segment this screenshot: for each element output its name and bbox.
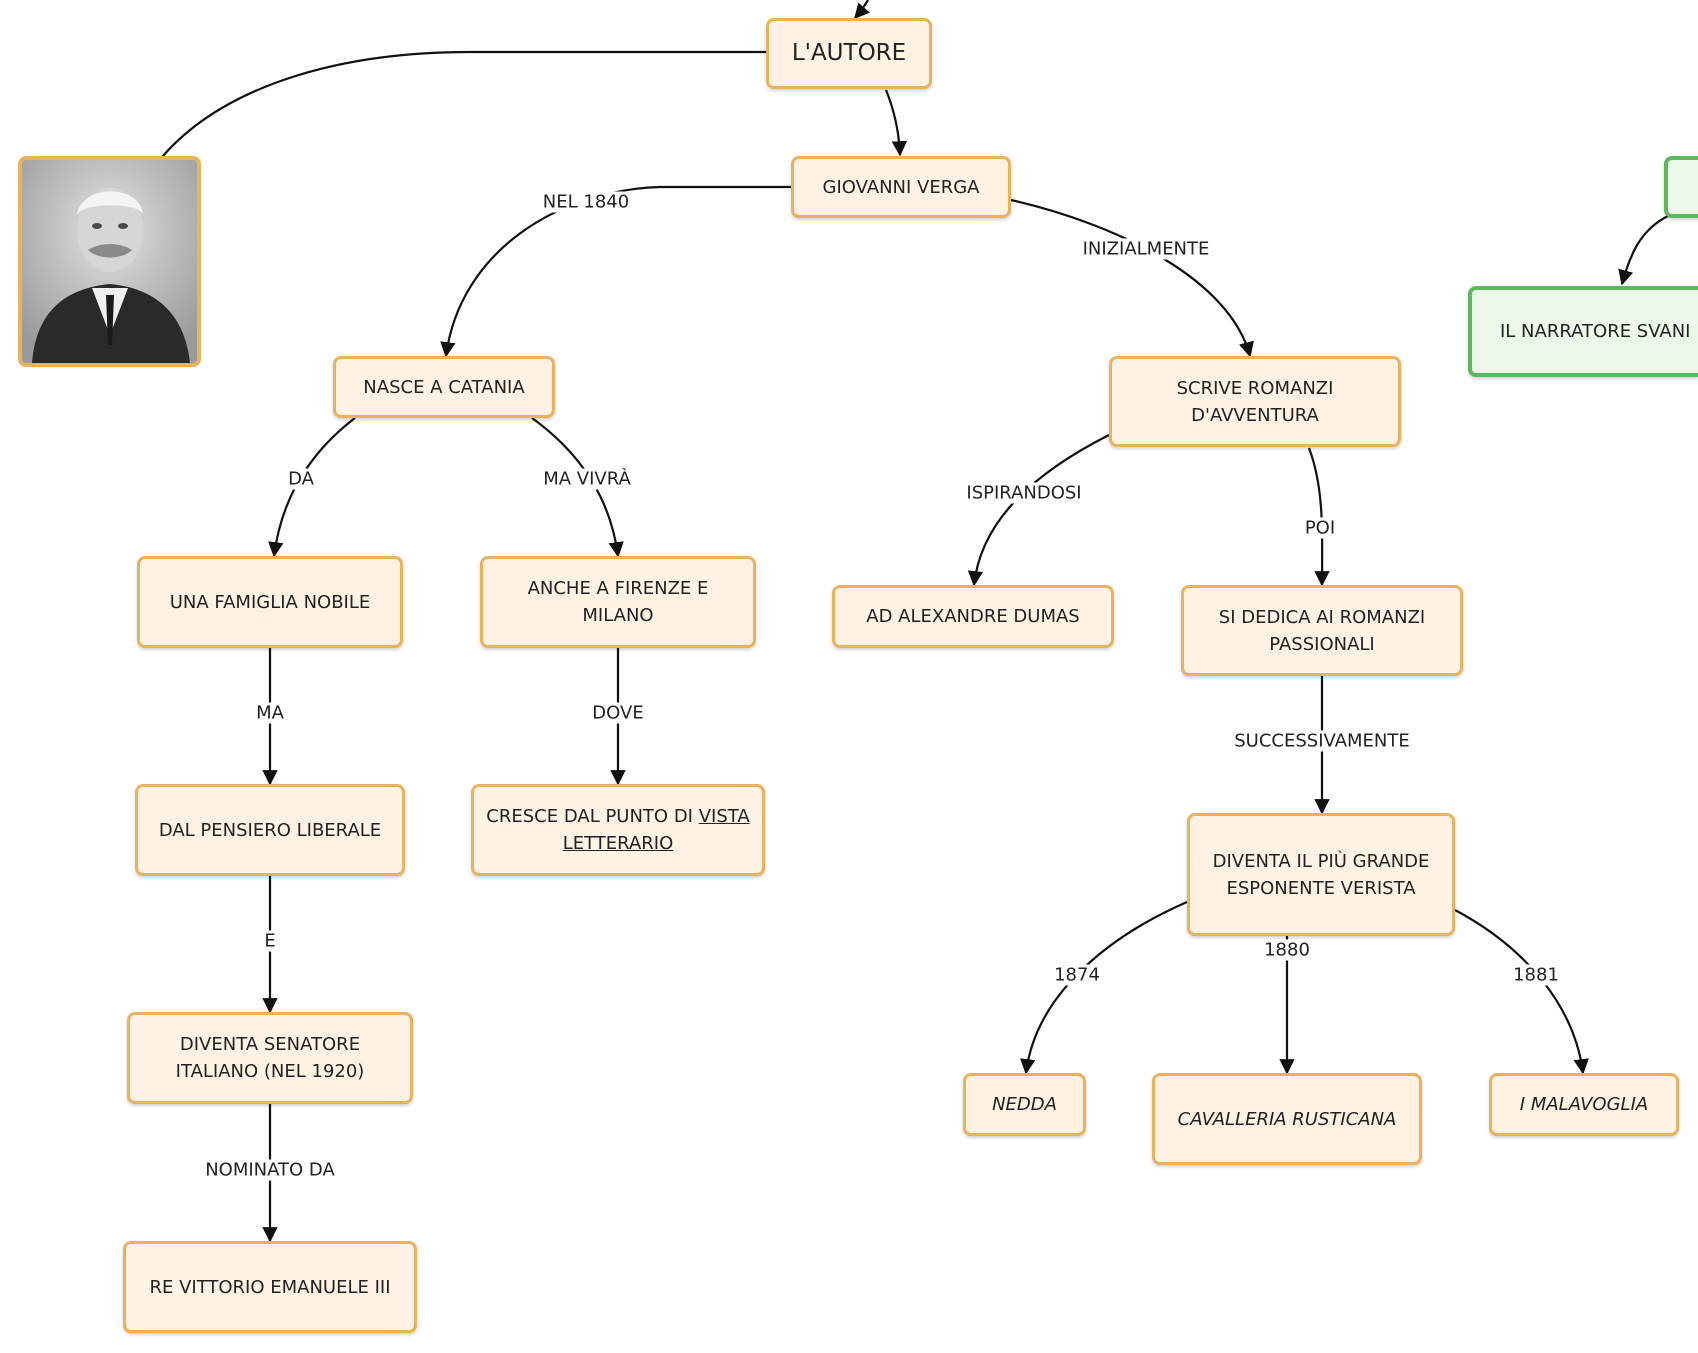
node-ad-alexandre-dumas-label: AD ALEXANDRE DUMAS [866, 606, 1080, 627]
node-esponente-verista[interactable]: DIVENTA IL PIÙ GRANDE ESPONENTE VERISTA [1187, 813, 1455, 936]
node-una-famiglia-nobile[interactable]: UNA FAMIGLIA NOBILE [137, 556, 403, 648]
edge-verga-catania [440, 185, 791, 358]
node-romanzi-passionali-label: SI DEDICA AI ROMANZI PASSIONALI [1219, 604, 1425, 658]
edge-label-1881: 1881 [1510, 964, 1562, 986]
node-cavalleria-rusticana[interactable]: CAVALLERIA RUSTICANA [1152, 1073, 1422, 1165]
node-anche-a-firenze-e-milano-label: ANCHE A FIRENZE E MILANO [527, 578, 709, 626]
edge-verga-avventura [1010, 198, 1254, 358]
edge-label-ispirandosi: ISPIRANDOSI [963, 482, 1085, 504]
node-il-narratore[interactable]: IL NARRATORE SVANI [1468, 286, 1698, 377]
node-cresce-link-vista[interactable]: VISTA [698, 806, 750, 827]
node-ad-alexandre-dumas[interactable]: AD ALEXANDRE DUMAS [832, 585, 1114, 648]
author-portrait-photo [18, 156, 201, 367]
node-verista-line2: ESPONENTE VERISTA [1226, 877, 1416, 899]
node-diventa-senatore[interactable]: DIVENTA SENATORE ITALIANO (NEL 1920) [127, 1012, 413, 1104]
node-autore-label: L'AUTORE [791, 40, 907, 66]
node-senatore-line1: DIVENTA SENATORE [179, 1034, 361, 1055]
edge-verista-nedda [1020, 900, 1188, 1075]
node-scrive-romanzi-avventura-label: SCRIVE ROMANZI D'AVVENTURA [1177, 375, 1334, 429]
node-scrive-romanzi-avventura[interactable]: SCRIVE ROMANZI D'AVVENTURA [1109, 356, 1401, 447]
node-nasce-a-catania[interactable]: NASCE A CATANIA [333, 356, 555, 418]
edge-top-incoming [853, 0, 870, 20]
edge-label-inizialmente: INIZIALMENTE [1079, 238, 1213, 260]
node-diventa-senatore-label: DIVENTA SENATORE ITALIANO (NEL 1920) [176, 1031, 365, 1085]
node-avventura-line1: SCRIVE ROMANZI [1176, 377, 1334, 399]
node-avventura-line2: D'AVVENTURA [1191, 404, 1319, 426]
edge-label-ma-vivra: MA VIVRÀ [540, 468, 634, 490]
node-cresce-punto-di-vista-label: CRESCE DAL PUNTO DI VISTA LETTERARIO [486, 803, 749, 857]
node-anche-a-firenze-e-milano[interactable]: ANCHE A FIRENZE E MILANO [480, 556, 756, 648]
edge-green-narratore [1618, 215, 1669, 286]
edge-label-ma: MA [253, 702, 287, 724]
node-dal-pensiero-liberale[interactable]: DAL PENSIERO LIBERALE [135, 784, 405, 876]
edge-autore-photo [161, 50, 766, 158]
edge-avventura-dumas [967, 434, 1110, 587]
node-giovanni-verga-label: GIOVANNI VERGA [822, 176, 980, 198]
edge-label-successivamente: SUCCESSIVAMENTE [1231, 730, 1413, 752]
portrait-photo-icon [22, 160, 197, 363]
node-passionali-line1: SI DEDICA AI ROMANZI [1218, 606, 1426, 628]
node-cavalleria-rusticana-label: CAVALLERIA RUSTICANA [1177, 1108, 1397, 1130]
node-i-malavoglia-label: I MALAVOGLIA [1519, 1094, 1649, 1115]
node-cresce-line1a: CRESCE DAL PUNTO DI [486, 806, 699, 827]
node-green-top-partial[interactable] [1664, 156, 1698, 218]
edge-label-da: DA [285, 468, 317, 490]
node-senatore-line2: ITALIANO (NEL 1920) [175, 1061, 365, 1082]
node-cresce-punto-di-vista[interactable]: CRESCE DAL PUNTO DI VISTA LETTERARIO [471, 784, 765, 876]
node-cresce-link-letterario[interactable]: LETTERARIO [562, 833, 674, 854]
edge-label-1880: 1880 [1261, 939, 1313, 961]
node-passionali-line2: PASSIONALI [1269, 633, 1375, 655]
edge-label-poi: POI [1301, 517, 1339, 539]
node-dal-pensiero-liberale-label: DAL PENSIERO LIBERALE [158, 819, 382, 841]
edge-autore-verga [884, 89, 908, 157]
node-una-famiglia-nobile-label: UNA FAMIGLIA NOBILE [169, 591, 371, 613]
node-re-vittorio-emanuele-label: RE VITTORIO EMANUELE III [149, 1276, 391, 1298]
edge-avventura-passionali [1307, 447, 1330, 587]
node-giovanni-verga[interactable]: GIOVANNI VERGA [791, 156, 1011, 218]
edge-label-1874: 1874 [1051, 964, 1103, 986]
edge-label-nominato-da: NOMINATO DA [202, 1159, 338, 1181]
edge-label-dove: DOVE [589, 702, 647, 724]
node-nedda-label: NEDDA [992, 1094, 1057, 1115]
edge-label-nel-1840: NEL 1840 [539, 191, 633, 213]
node-il-narratore-label: IL NARRATORE SVANI [1500, 321, 1691, 342]
node-verista-line1: DIVENTA IL PIÙ GRANDE [1212, 850, 1430, 872]
edge-verista-malavoglia [1454, 909, 1589, 1075]
edge-label-e: E [261, 930, 279, 952]
node-nasce-a-catania-label: NASCE A CATANIA [363, 376, 525, 398]
node-re-vittorio-emanuele[interactable]: RE VITTORIO EMANUELE III [123, 1241, 417, 1333]
node-autore[interactable]: L'AUTORE [766, 18, 932, 89]
node-esponente-verista-label: DIVENTA IL PIÙ GRANDE ESPONENTE VERISTA [1213, 848, 1430, 902]
node-i-malavoglia[interactable]: I MALAVOGLIA [1489, 1073, 1679, 1136]
node-romanzi-passionali[interactable]: SI DEDICA AI ROMANZI PASSIONALI [1181, 585, 1463, 676]
node-nedda[interactable]: NEDDA [963, 1073, 1086, 1136]
